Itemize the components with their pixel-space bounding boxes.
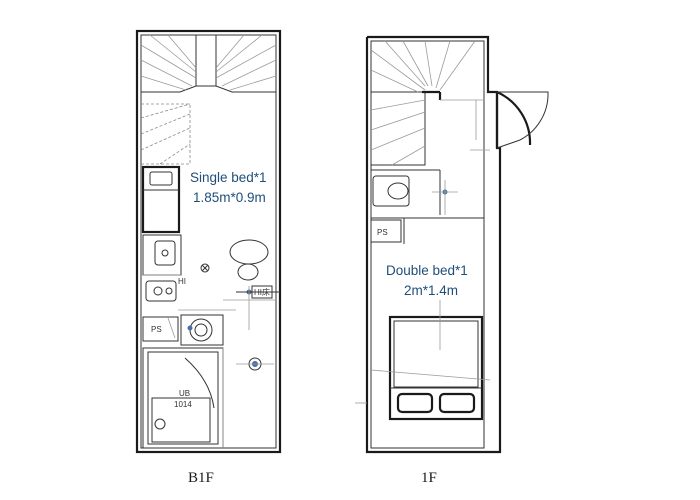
b1f-floor-label: B1F [188, 470, 214, 486]
b1f-ub-tag: UB [179, 389, 190, 398]
b1f-round-table [229, 239, 269, 281]
1f-plan: PS Double bed*1 2m*1.4m [355, 35, 549, 454]
b1f-staircase [140, 34, 277, 165]
1f-bed-label-line1: Double bed*1 [386, 263, 468, 278]
1f-entrance-door [495, 90, 549, 149]
b1f-bed-label-line2: 1.85m*0.9m [193, 190, 266, 205]
b1f-ub-code: 1014 [174, 400, 192, 409]
b1f-gas-marker: HI床 [236, 285, 280, 330]
1f-bed-label-line2: 2m*1.4m [404, 283, 458, 298]
b1f-plan: Single bed*1 1.85m*0.9m HI HI床 [135, 29, 282, 454]
b1f-outlet [236, 357, 274, 371]
b1f-hi-tag: HI [178, 277, 186, 286]
1f-ps-shaft: PS [370, 217, 484, 244]
b1f-unit-bath [142, 347, 224, 449]
b1f-kitchen [142, 234, 182, 302]
b1f-bed-label-line1: Single bed*1 [190, 170, 267, 185]
svg-text:PS: PS [151, 325, 162, 334]
1f-staircase [370, 40, 476, 166]
1f-floor-label: 1F [421, 470, 437, 486]
b1f-outer-wall [135, 29, 282, 454]
1f-double-bed [388, 315, 484, 421]
1f-inner-wall [370, 40, 485, 449]
b1f-ceiling-fixture [200, 263, 210, 273]
b1f-wash-basin [178, 309, 236, 346]
1f-toilet [371, 169, 458, 215]
b1f-ps-shaft: PS [142, 316, 179, 342]
1f-outer-wall [365, 35, 502, 454]
b1f-single-bed [141, 165, 181, 234]
svg-text:PS: PS [377, 228, 388, 237]
